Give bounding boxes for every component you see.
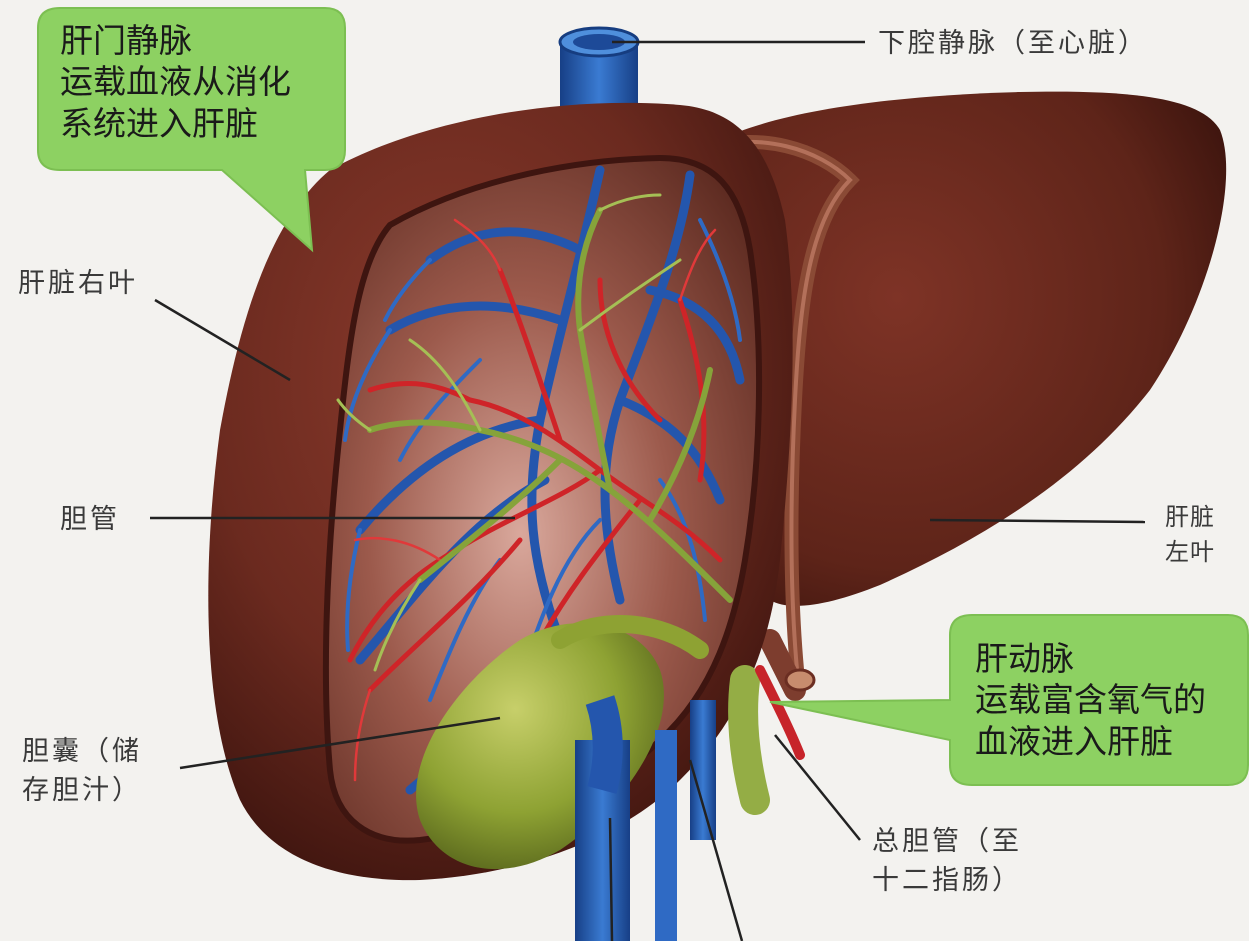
label-common-bile-duct-line1: 总胆管（至 [872,822,1022,861]
callout-hepatic-artery: 肝动脉 运载富含氧气的 血液进入肝脏 [975,638,1206,762]
label-inferior-vena-cava: 下腔静脉（至心脏） [878,24,1148,63]
label-gallbladder: 胆囊（储 存胆汁） [22,732,142,810]
callout-hepatic-artery-line1: 运载富含氧气的 [975,679,1206,720]
label-gallbladder-line2: 存胆汁） [22,771,142,810]
common-bile-duct [743,680,755,800]
callout-portal-vein-line1: 运载血液从消化 [60,61,291,102]
callout-portal-vein: 肝门静脉 运载血液从消化 系统进入肝脏 [60,20,291,144]
callout-portal-vein-line2: 系统进入肝脏 [60,103,291,144]
label-left-lobe-line1: 肝脏 [1165,500,1215,535]
callout-portal-vein-title: 肝门静脉 [60,20,291,61]
label-common-bile-duct-line2: 十二指肠） [872,861,1022,900]
callout-hepatic-artery-title: 肝动脉 [975,638,1206,679]
label-bile-duct: 胆管 [60,500,120,539]
label-gallbladder-line1: 胆囊（储 [22,732,142,771]
label-left-lobe: 肝脏 左叶 [1165,500,1215,570]
callout-hepatic-artery-line2: 血液进入肝脏 [975,721,1206,762]
label-common-bile-duct: 总胆管（至 十二指肠） [872,822,1022,900]
label-right-lobe: 肝脏右叶 [18,264,138,303]
label-left-lobe-line2: 左叶 [1165,535,1215,570]
